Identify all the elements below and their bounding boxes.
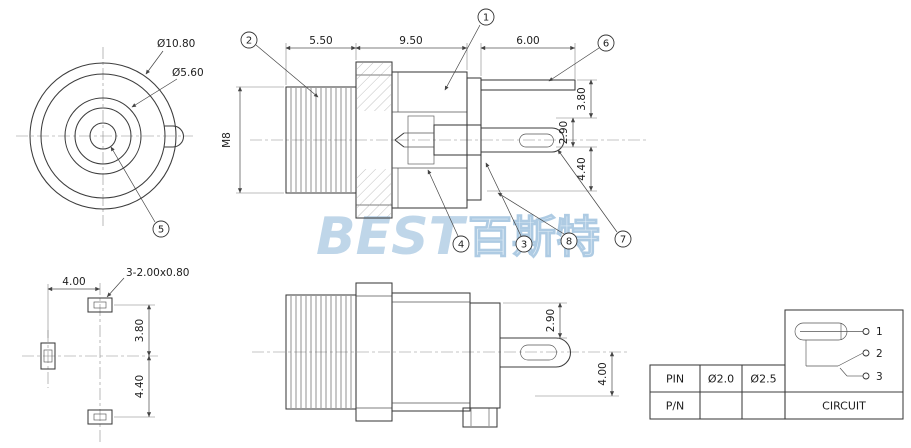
pin-note: 3-2.00x0.80	[126, 267, 189, 279]
table-row2-label: P/N	[666, 400, 685, 413]
side-view: 2.90 4.00	[252, 282, 628, 428]
svg-text:6: 6	[603, 39, 609, 50]
svg-text:7: 7	[620, 235, 626, 246]
dim-lower-pin: 4.40	[134, 375, 146, 398]
dim-outer-diameter: Ø10.80	[157, 38, 195, 50]
table-col1-value: Ø2.0	[708, 373, 734, 386]
pin-left	[40, 342, 56, 370]
terminal-1-label: 1	[876, 326, 883, 338]
pin-slot-side	[520, 344, 557, 361]
dim-lower-side: 4.00	[597, 362, 609, 385]
dim-thread-length: 5.50	[309, 35, 332, 47]
svg-text:5: 5	[158, 225, 164, 236]
spec-table: PIN Ø2.0 Ø2.5 P/N	[649, 364, 786, 420]
callout-3: 3	[515, 235, 533, 253]
dim-pitch: 4.00	[62, 276, 85, 288]
center-pin-tip	[394, 132, 405, 148]
dim-inner-diameter: Ø5.60	[172, 67, 204, 79]
circuit-label: CIRCUIT	[822, 400, 866, 413]
table-col2-value: Ø2.5	[750, 373, 776, 386]
section-view: M8 5.50 9.50 6.00 3.80 2.90 4.40 1 2 6 4	[221, 8, 648, 253]
flange	[355, 61, 393, 219]
key-tab	[164, 125, 184, 148]
middle-pin-side	[500, 337, 571, 368]
switch-lever	[837, 352, 864, 367]
svg-text:3: 3	[521, 240, 527, 251]
body-section	[391, 71, 576, 209]
callout-1: 1	[477, 8, 495, 26]
dim-tail-length: 6.00	[516, 35, 539, 47]
callout-8: 8	[560, 232, 578, 250]
terminal-3-label: 3	[876, 371, 883, 383]
rear-block	[466, 77, 482, 201]
dim-mid: 2.90	[558, 121, 570, 144]
callout-5: 5	[152, 220, 170, 238]
dim-body-length: 9.50	[399, 35, 422, 47]
rear-block-side	[469, 302, 501, 409]
pin-slot	[519, 133, 554, 148]
pin-bottom	[87, 409, 113, 425]
callout-2: 2	[240, 31, 258, 49]
thread-spec-label: M8	[221, 132, 233, 148]
thread-section	[285, 86, 357, 194]
table-row1-label: PIN	[666, 373, 684, 386]
dim-bottom: 4.40	[576, 157, 588, 180]
top-terminal-pin	[480, 79, 576, 91]
pin-top	[87, 297, 113, 313]
front-view: Ø10.80 Ø5.60 5	[16, 38, 204, 238]
terminal-2	[862, 349, 870, 357]
svg-text:1: 1	[483, 13, 489, 24]
terminal-3	[862, 372, 870, 380]
terminal-1	[862, 328, 870, 335]
circuit-diagram: CIRCUIT 1 2 3	[784, 309, 904, 420]
dim-upper-pin: 3.80	[134, 319, 146, 342]
svg-text:4: 4	[458, 240, 464, 251]
svg-text:8: 8	[566, 237, 572, 248]
callout-6: 6	[597, 34, 615, 52]
svg-text:2: 2	[246, 36, 252, 47]
pin-layout-view: 4.00 3-2.00x0.80 3.80 4.40	[22, 267, 189, 442]
bottom-bracket	[462, 407, 498, 428]
dim-top: 3.80	[576, 87, 588, 110]
callout-4: 4	[452, 235, 470, 253]
watermark-cjk: 百斯特	[468, 212, 600, 263]
callout-7: 7	[614, 230, 632, 248]
terminal-2-label: 2	[876, 348, 883, 360]
middle-terminal-pin	[481, 127, 565, 153]
dim-upper-side: 2.90	[545, 309, 557, 332]
